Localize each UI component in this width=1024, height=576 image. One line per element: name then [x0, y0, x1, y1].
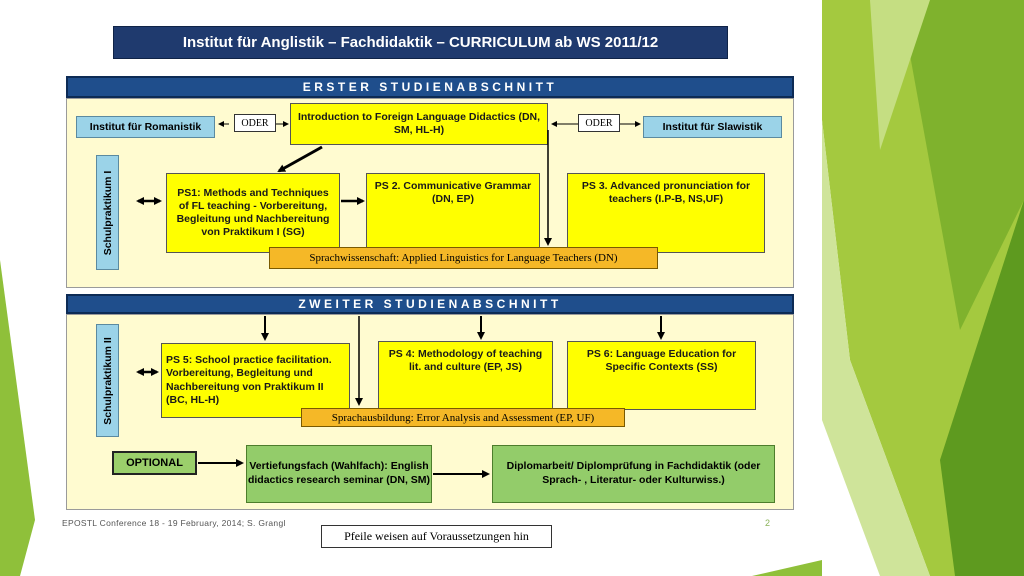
arrows-note-box: Pfeile weisen auf Voraussetzungen hin — [321, 525, 552, 548]
ps1-box: PS1: Methods and Techniques of FL teachi… — [166, 173, 340, 253]
ps5-box: PS 5: School practice facilitation. Vorb… — [161, 343, 350, 418]
institut-romanistik-box: Institut für Romanistik — [76, 116, 215, 138]
ps6-box: PS 6: Language Education for Specific Co… — [567, 341, 756, 410]
vertiefungsfach-box: Vertiefungsfach (Wahlfach): English dida… — [246, 445, 432, 503]
ps3-box: PS 3. Advanced pronunciation for teacher… — [567, 173, 765, 253]
page-title: Institut für Anglistik – Fachdidaktik – … — [113, 26, 728, 59]
section1-header: ERSTER STUDIENABSCHNITT — [66, 76, 794, 98]
optional-box: OPTIONAL — [112, 451, 197, 475]
institut-slawistik-box: Institut für Slawistik — [643, 116, 782, 138]
ps2-box: PS 2. Communicative Grammar (DN, EP) — [366, 173, 540, 253]
section2-header: ZWEITER STUDIENABSCHNITT — [66, 294, 794, 314]
oder-label-right: ODER — [578, 114, 620, 132]
schulpraktikum-1-label: Schulpraktikum I — [101, 170, 114, 255]
sprachausbildung-box: Sprachausbildung: Error Analysis and Ass… — [301, 408, 625, 427]
page-number: 2 — [765, 518, 771, 528]
schulpraktikum-1-box: Schulpraktikum I — [96, 155, 119, 270]
schulpraktikum-2-label: Schulpraktikum II — [101, 336, 114, 425]
intro-fl-didactics-box: Introduction to Foreign Language Didacti… — [290, 103, 548, 145]
footer-text: EPOSTL Conference 18 - 19 February, 2014… — [62, 518, 286, 528]
schulpraktikum-2-box: Schulpraktikum II — [96, 324, 119, 437]
oder-label-left: ODER — [234, 114, 276, 132]
diplomarbeit-box: Diplomarbeit/ Diplomprüfung in Fachdidak… — [492, 445, 775, 503]
ps4-box: PS 4: Methodology of teaching lit. and c… — [378, 341, 553, 410]
sprachwissenschaft-box: Sprachwissenschaft: Applied Linguistics … — [269, 247, 658, 269]
